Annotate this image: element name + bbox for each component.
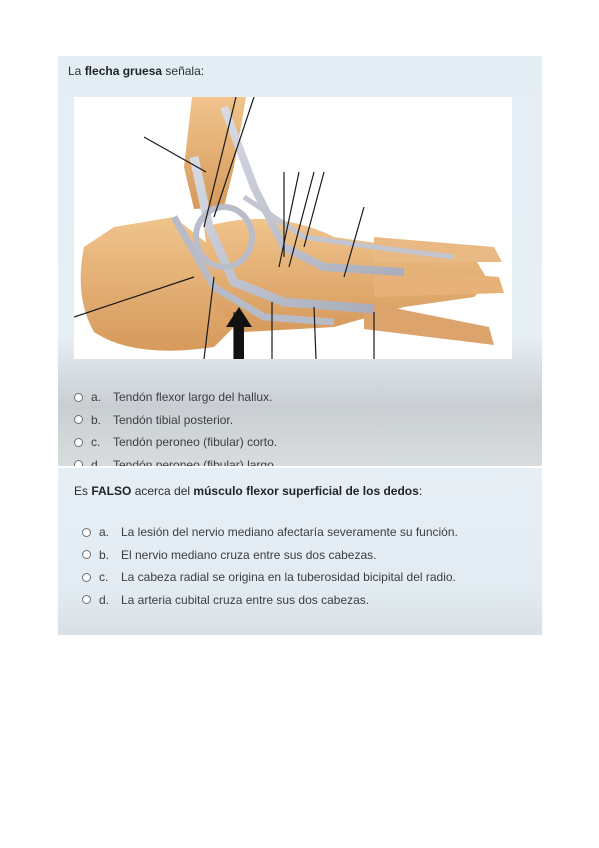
option-label: La arteria cubital cruza entre sus dos c…: [121, 592, 370, 607]
option-letter: c.: [99, 570, 109, 585]
question-2-suffix: :: [418, 484, 423, 498]
option-letter: d.: [91, 457, 102, 466]
option-c[interactable]: c. Tendón peroneo (fibular) corto.: [58, 431, 277, 454]
option-label: Tendón flexor largo del hallux.: [113, 390, 273, 405]
radio-icon[interactable]: [82, 572, 91, 582]
question-1-prefix: La: [68, 64, 85, 78]
question-1-options: a. Tendón flexor largo del hallux. b. Tend…: [58, 386, 277, 466]
question-2-text: Es FALSO acerca del músculo flexor super…: [74, 484, 422, 498]
question-card-2: Es FALSO acerca del músculo flexor super…: [58, 468, 542, 635]
option-b[interactable]: b. Tendón tibial posterior.: [58, 409, 277, 432]
radio-icon[interactable]: [74, 460, 83, 466]
option-a[interactable]: a. Tendón flexor largo del hallux.: [58, 386, 277, 409]
option-b[interactable]: b. El nervio mediano cruza entre sus dos …: [58, 544, 458, 567]
radio-icon[interactable]: [74, 392, 83, 402]
question-1-bold: flecha gruesa: [84, 64, 163, 78]
foot-anatomy-figure: [74, 97, 512, 359]
radio-icon[interactable]: [82, 595, 91, 605]
option-c[interactable]: c. La cabeza radial se origina en la tube…: [58, 566, 458, 589]
option-d[interactable]: d. La arteria cubital cruza entre sus dos…: [58, 589, 458, 612]
question-1-suffix: señala:: [162, 64, 205, 78]
option-d[interactable]: d. Tendón peroneo (fibular) largo.: [58, 454, 278, 466]
foot-anatomy-illustration: [74, 97, 504, 359]
radio-icon[interactable]: [74, 415, 83, 425]
question-card-1: La flecha gruesa señala:: [58, 56, 542, 466]
radio-icon[interactable]: [74, 437, 83, 447]
option-label: La cabeza radial se origina en la tubero…: [121, 570, 456, 585]
question-1-text: La flecha gruesa señala:: [68, 64, 204, 78]
option-label: Tendón peroneo (fibular) corto.: [113, 435, 278, 450]
option-letter: b.: [99, 547, 110, 562]
radio-icon[interactable]: [82, 550, 91, 560]
option-letter: b.: [91, 412, 102, 427]
option-letter: c.: [91, 435, 101, 450]
option-label: El nervio mediano cruza entre sus dos ca…: [121, 547, 377, 562]
question-2-bold-false: FALSO: [91, 484, 132, 498]
thick-arrow-icon: [226, 307, 252, 359]
option-label: Tendón tibial posterior.: [113, 412, 234, 427]
question-2-options: a. La lesión del nervio mediano afectaría…: [58, 521, 458, 611]
question-2-middle: acerca del: [131, 484, 194, 498]
question-2-bold-muscle: músculo flexor superficial de los dedos: [193, 484, 419, 498]
option-label: Tendón peroneo (fibular) largo.: [113, 457, 278, 466]
radio-icon[interactable]: [82, 527, 91, 537]
option-letter: a.: [99, 525, 110, 540]
option-letter: a.: [91, 390, 102, 405]
option-letter: d.: [99, 592, 110, 607]
question-2-prefix: Es: [74, 484, 92, 498]
option-a[interactable]: a. La lesión del nervio mediano afectaría…: [58, 521, 458, 544]
option-label: La lesión del nervio mediano afectaría s…: [121, 525, 458, 540]
